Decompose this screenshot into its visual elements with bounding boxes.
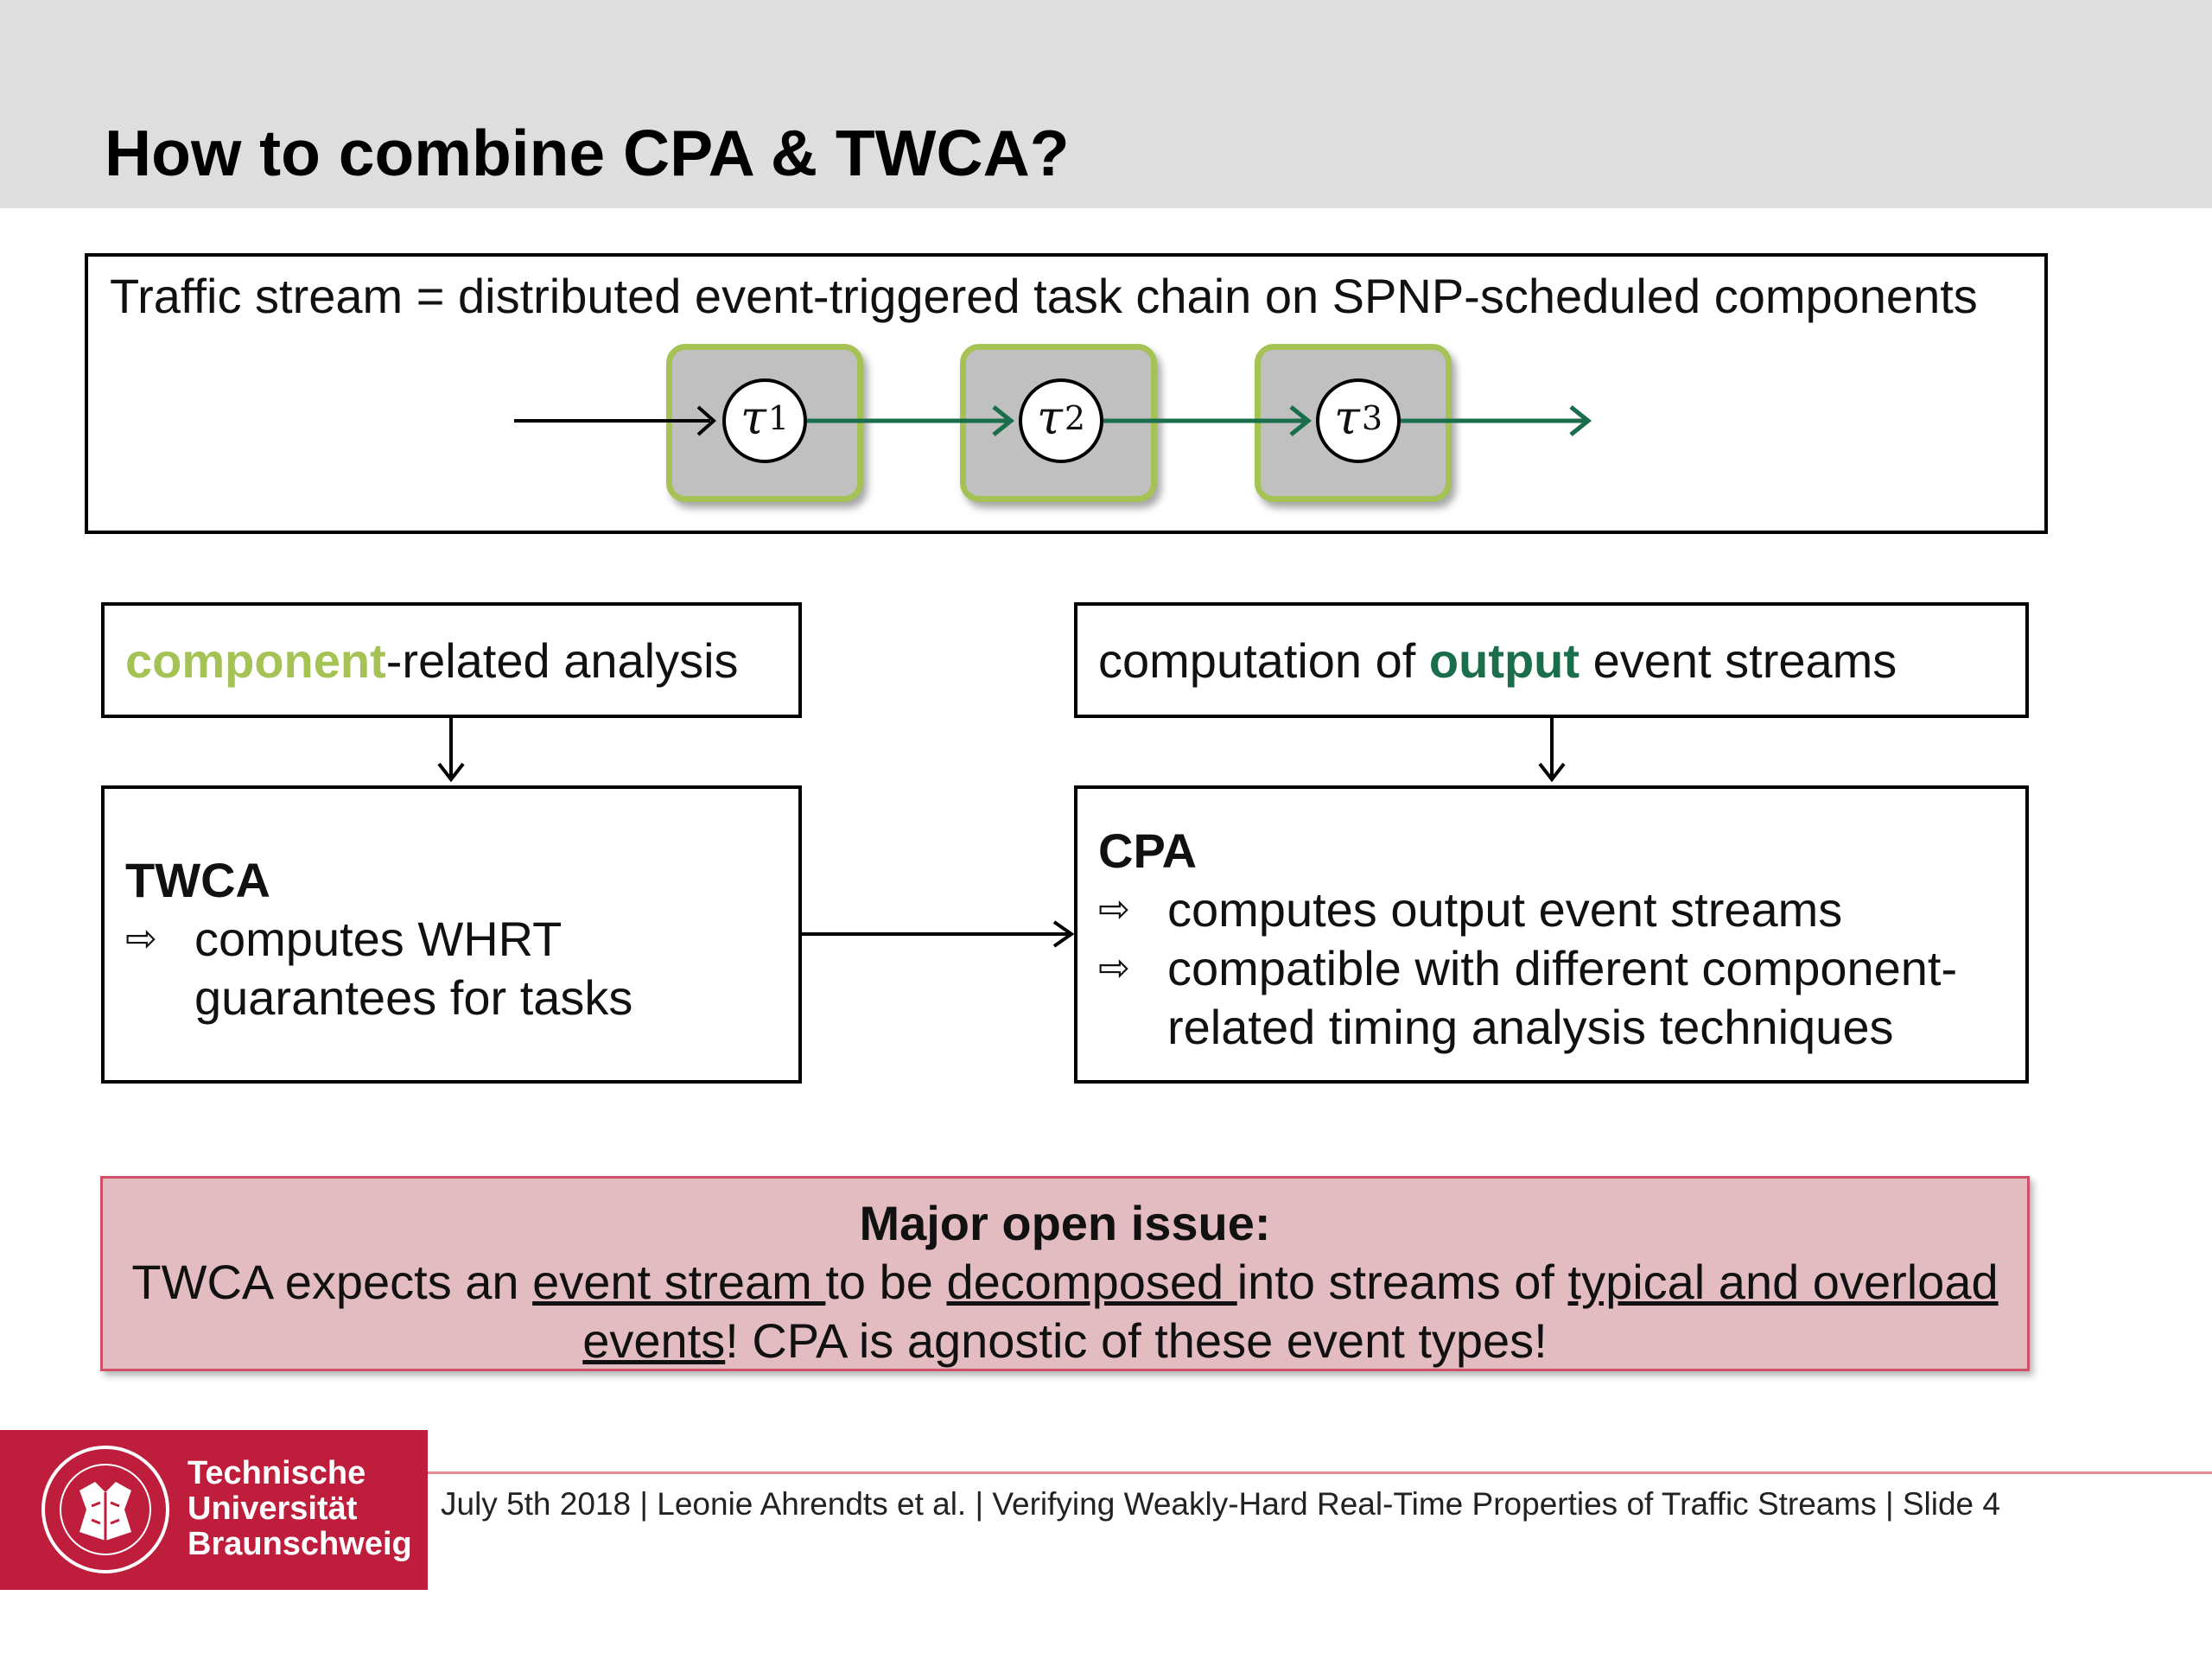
university-name: Technische Universität Braunschweig: [188, 1455, 412, 1562]
twca-box: TWCA ⇨ computes WHRT guarantees for task…: [101, 785, 802, 1084]
footer-rule: [428, 1471, 2212, 1474]
issue-title: Major open issue:: [859, 1196, 1271, 1250]
footer-text: July 5th 2018 | Leonie Ahrendts et al. |…: [441, 1486, 2000, 1522]
cpa-box: CPA ⇨ computes output event streams ⇨ co…: [1074, 785, 2029, 1084]
header-band: [0, 0, 2212, 208]
chain-caption: Traffic stream = distributed event-trigg…: [110, 269, 1978, 323]
twca-bullet: ⇨ computes WHRT guarantees for tasks: [125, 910, 778, 1027]
chain-arrows: [514, 405, 1592, 436]
issue-text: TWCA expects an event stream to be decom…: [131, 1255, 1999, 1368]
open-issue-box: Major open issue: TWCA expects an event …: [100, 1176, 2030, 1371]
cpa-bullet-2: ⇨ compatible with different component-re…: [1098, 939, 2005, 1057]
output-computation-label: computation of output event streams: [1074, 602, 2029, 718]
cpa-bullet-1: ⇨ computes output event streams: [1098, 880, 2005, 939]
arrow-bullet-icon: ⇨: [1098, 887, 1130, 931]
arrow-bullet-icon: ⇨: [1098, 946, 1130, 990]
university-logo: Technische Universität Braunschweig: [0, 1430, 428, 1590]
component-analysis-label: component-related analysis: [101, 602, 802, 718]
twca-title: TWCA: [125, 853, 270, 907]
flow-arrows: [437, 718, 1566, 948]
slide-title: How to combine CPA & TWCA?: [105, 117, 1070, 189]
university-seal-icon: [41, 1446, 169, 1573]
arrow-bullet-icon: ⇨: [125, 917, 157, 961]
cpa-title: CPA: [1098, 823, 1198, 878]
